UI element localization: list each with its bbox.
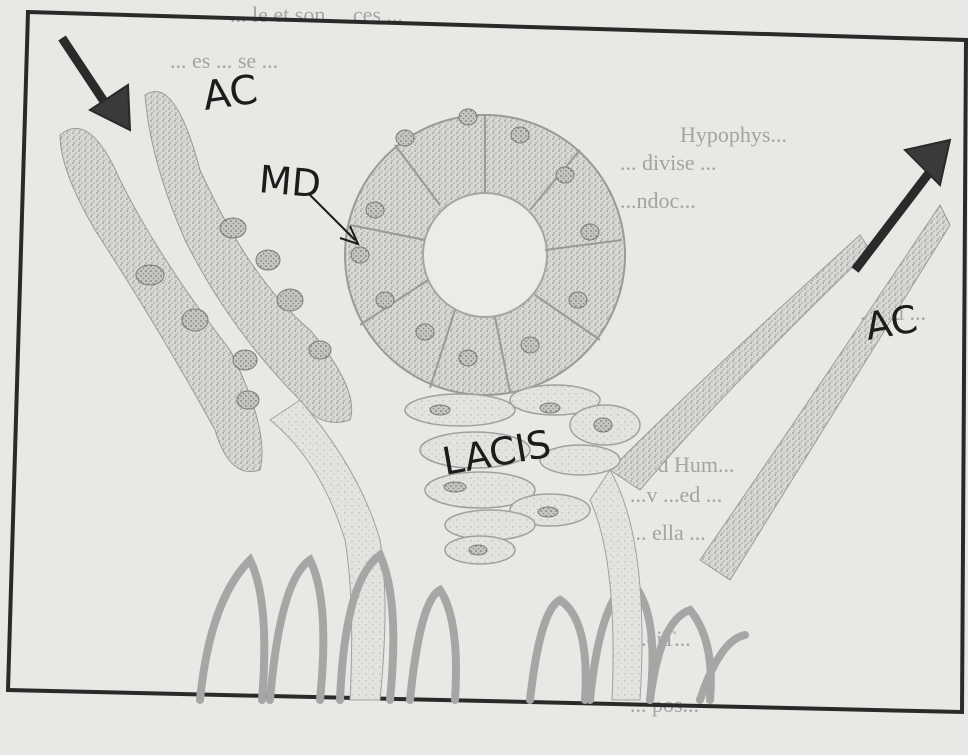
label-lacis: LACIS bbox=[439, 422, 554, 484]
capillary-loops bbox=[200, 555, 745, 700]
afferent-arteriole-cell-wall bbox=[145, 92, 352, 423]
arrow-in-icon bbox=[62, 38, 130, 130]
arrow-out-icon bbox=[855, 140, 950, 270]
label-ac-top-left: AC bbox=[200, 67, 260, 120]
efferent-arteriole-right-wall bbox=[700, 205, 950, 580]
distal-tubule bbox=[345, 109, 625, 395]
vessel-stalk-left bbox=[270, 400, 385, 700]
label-md: MD bbox=[257, 157, 323, 206]
label-ac-right: AC bbox=[862, 297, 921, 349]
efferent-arteriole-right bbox=[610, 235, 870, 490]
